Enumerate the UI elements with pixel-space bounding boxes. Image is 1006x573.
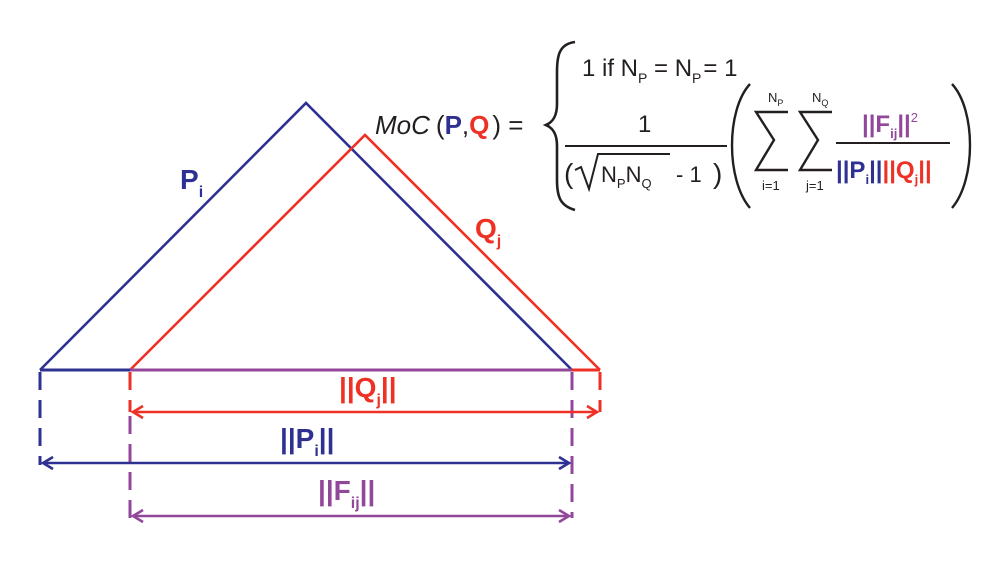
label-p-i: Pi <box>180 164 203 201</box>
sqrt-content: NPNQ <box>601 162 652 191</box>
label-q-j: Qj <box>475 213 501 250</box>
den-close-paren: ) <box>713 158 722 189</box>
label-f-norm: ||Fij|| <box>318 475 375 512</box>
triangle-q <box>129 133 601 371</box>
triangle-p <box>39 101 573 371</box>
case-one: 1 if NP = NP= 1 <box>582 55 737 86</box>
big-paren-left <box>730 83 751 209</box>
cases-brace <box>542 40 576 212</box>
inner-numerator: ||Fij||2 <box>862 110 918 141</box>
sum2-upper: NQ <box>812 90 828 108</box>
sqrt-symbol <box>574 153 670 193</box>
sum1-upper: NP <box>768 90 783 108</box>
sum1-lower: i=1 <box>762 178 780 193</box>
den-open-paren: ( <box>564 158 574 189</box>
formula-lhs: MoC(P,Q) = <box>375 110 523 140</box>
sigma-2 <box>797 110 832 172</box>
f-norm-arrow <box>130 508 572 524</box>
den-minus-one: - 1 <box>676 162 702 187</box>
frac-numerator: 1 <box>638 111 651 138</box>
q-norm-arrow <box>130 404 600 420</box>
moc-formula: MoC(P,Q) = 1 if NP = NP= 1 1 ( NPNQ - 1 … <box>375 40 972 212</box>
big-paren-right <box>951 83 972 209</box>
label-q-norm: ||Qj|| <box>339 372 397 409</box>
inner-denominator: ||Pi||||Qj|| <box>836 157 932 187</box>
sigma-1 <box>753 110 788 172</box>
sum2-lower: j=1 <box>805 178 824 193</box>
p-norm-arrow <box>40 455 572 471</box>
label-p-norm: ||Pi|| <box>280 423 334 460</box>
